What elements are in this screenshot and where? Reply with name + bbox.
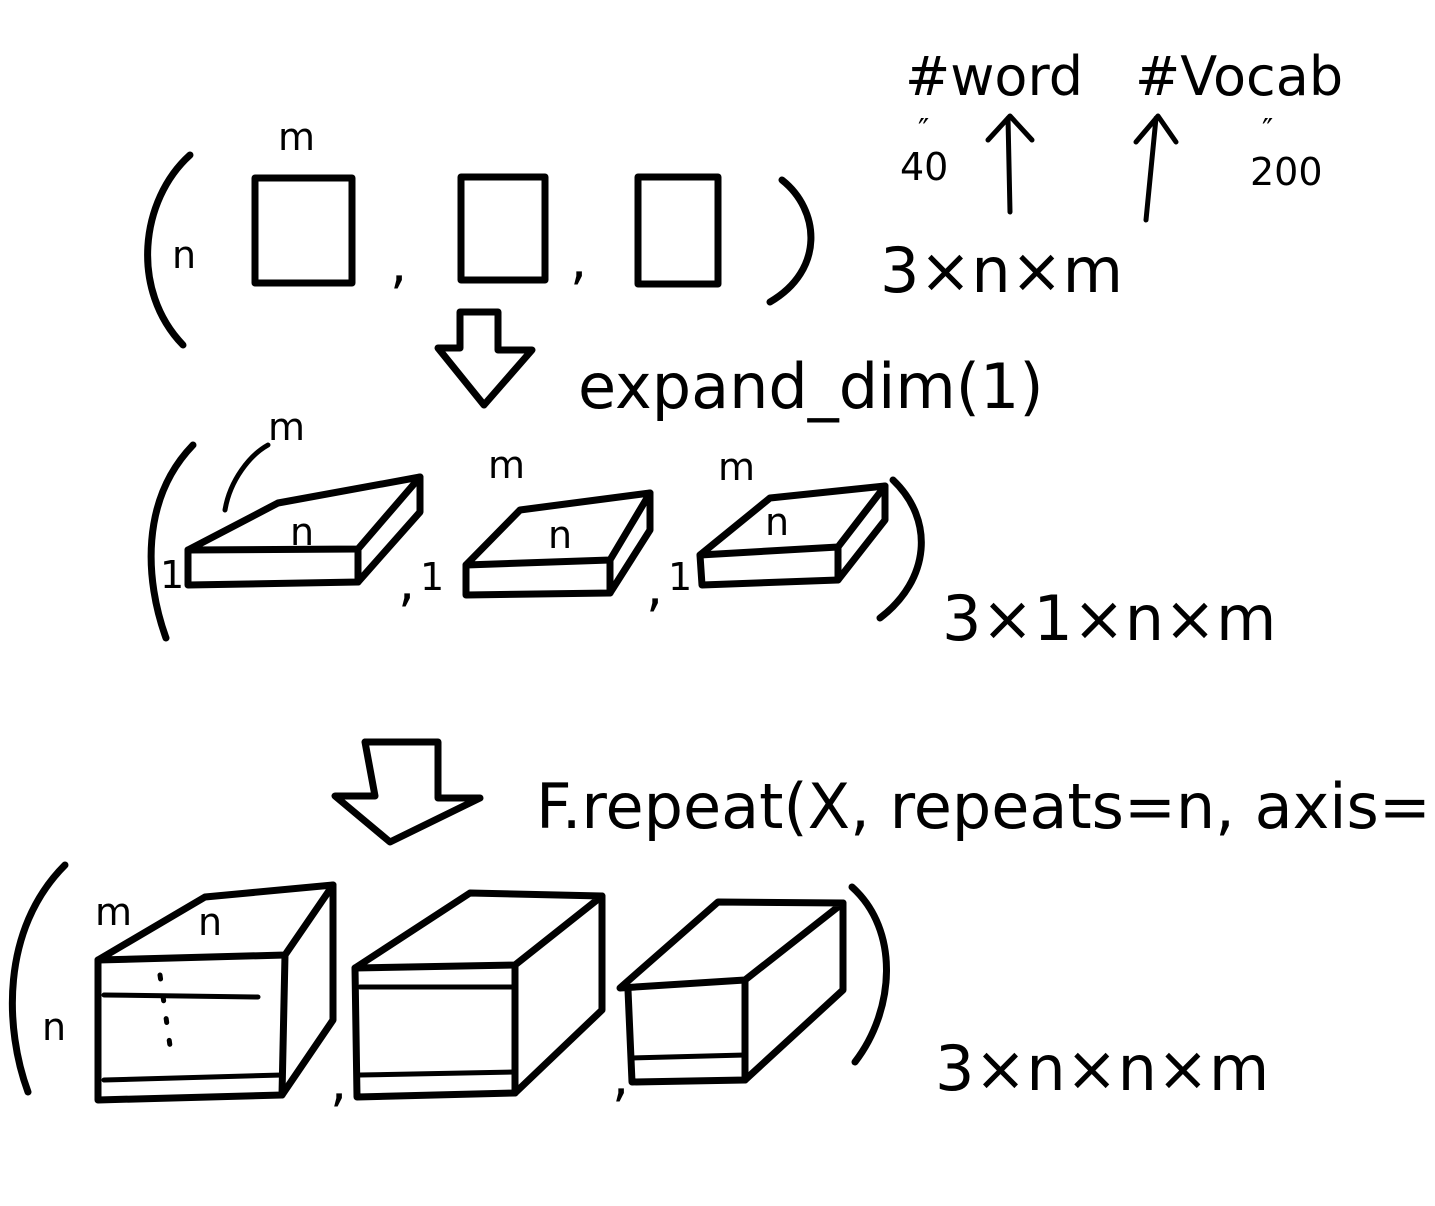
comma: , (646, 555, 663, 618)
dim-n-label: n (548, 513, 572, 557)
dim-one-label: 1 (668, 555, 692, 599)
matrix-3 (634, 173, 722, 288)
vocab-count-label: #Vocab (1135, 45, 1343, 108)
slab-2: m n (462, 443, 654, 599)
slab-3: m n (696, 445, 889, 589)
box-1: m n (94, 881, 337, 1104)
dim-n-label: n (290, 510, 314, 554)
left-paren (8, 861, 69, 1096)
comma: , (390, 232, 407, 295)
box-3 (616, 898, 847, 1086)
op-expand-dim: expand_dim(1) (578, 350, 1044, 423)
slab-1: n (184, 473, 424, 589)
row3-tuple: n m n , , (8, 861, 890, 1113)
up-arrow-icon (1133, 113, 1179, 223)
dim-one-label: 1 (420, 555, 444, 599)
row2-tuple: m n 1 , 1 m n , 1 m n (147, 405, 925, 642)
right-paren (876, 476, 925, 622)
up-arrow-icon (985, 113, 1035, 215)
comma: , (330, 1050, 347, 1113)
left-paren (144, 151, 194, 349)
box-2 (351, 889, 606, 1101)
dim-n-label: n (198, 900, 222, 944)
vocab-ditto-mark: ″ (1262, 113, 1273, 148)
word-value: 40 (900, 145, 948, 189)
dim-one-label: 1 (160, 553, 184, 597)
dim-m-label: m (268, 405, 305, 449)
matrix-2 (457, 173, 549, 284)
comma: , (398, 550, 415, 613)
shape-label-1: 3×n×m (880, 234, 1123, 307)
dim-m-label: m (95, 890, 132, 934)
dim-m-label: m (718, 445, 755, 489)
row1-tuple: n m , , (144, 115, 815, 349)
matrix-1 (251, 174, 356, 287)
down-arrow-icon (331, 738, 484, 846)
dim-m-label: m (278, 115, 315, 159)
down-arrow-icon (434, 308, 536, 409)
comma: , (570, 228, 587, 291)
shape-label-2: 3×1×n×m (942, 582, 1276, 655)
left-paren (147, 441, 197, 642)
word-count-label: #word (905, 45, 1083, 108)
op-repeat: F.repeat(X, repeats=n, axis=1) (536, 770, 1435, 843)
comma: , (612, 1045, 629, 1108)
right-paren (848, 883, 890, 1066)
dim-n-label: n (172, 233, 196, 277)
dim-n-label: n (765, 500, 789, 544)
vocab-value: 200 (1250, 150, 1323, 194)
right-paren (766, 176, 815, 306)
dim-m-label: m (488, 443, 525, 487)
shape-label-3: 3×n×n×m (935, 1032, 1269, 1105)
word-ditto-mark: ″ (918, 113, 929, 148)
dim-n-label: n (42, 1005, 66, 1049)
